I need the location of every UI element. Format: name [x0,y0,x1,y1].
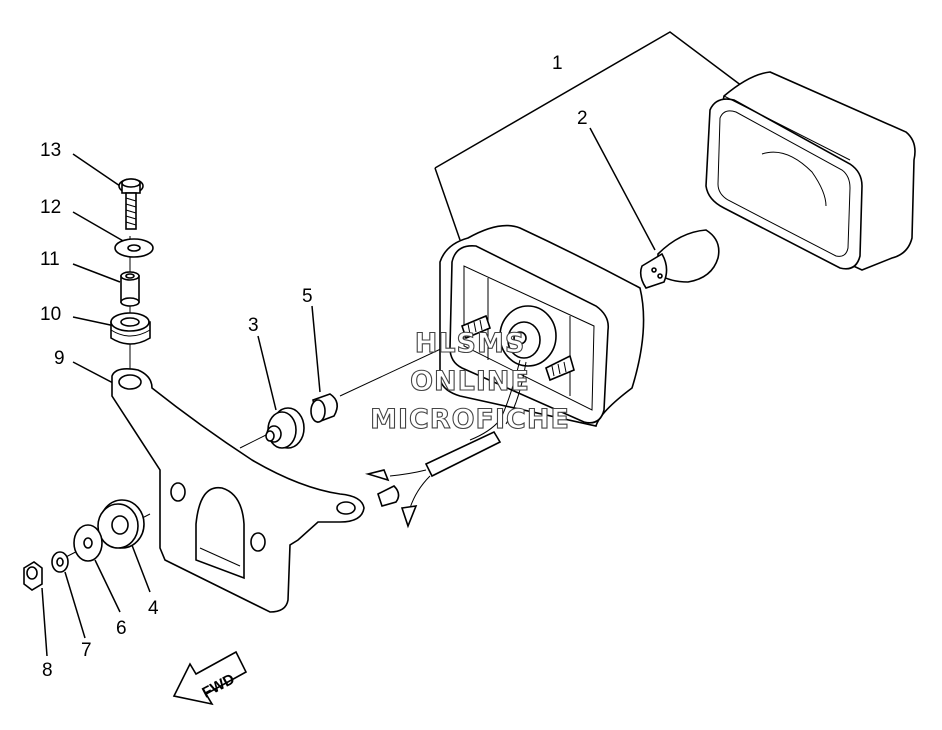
lock-washer-part [51,551,69,573]
leader-lines [41,31,743,657]
nut-part [23,561,43,591]
callout-10: 10 [40,304,61,325]
callout-1: 1 [552,53,563,74]
spacer-collar-part [310,393,338,424]
rubber-washer-part [97,499,145,549]
callout-8: 8 [42,660,53,681]
watermark-line-3: MICROFICHE [370,404,570,435]
callout-11: 11 [40,249,60,270]
callout-labels: 1 2 3 4 5 6 7 8 9 10 11 12 13 [40,53,588,681]
callout-13: 13 [40,140,61,161]
wiring-harness [364,359,527,529]
washer-part [114,238,154,258]
watermark-line-1: HLSMS [415,328,526,359]
watermark: HLSMS ONLINE MICROFICHE [370,327,570,435]
grommet-part [110,312,151,345]
taillight-housing-part [439,224,645,427]
callout-4: 4 [148,598,159,619]
bulb-part [639,229,720,289]
callout-2: 2 [577,108,588,129]
collar-part [120,271,140,307]
bolt-part [118,178,144,230]
callout-6: 6 [116,618,127,639]
watermark-line-2: ONLINE [410,366,530,397]
callout-7: 7 [81,640,92,661]
callout-9: 9 [54,348,65,369]
callout-5: 5 [302,286,313,307]
forward-direction-arrow: FWD [172,650,248,706]
flat-washer-part [73,524,103,562]
callout-3: 3 [248,315,259,336]
mount-grommet-part [265,407,305,449]
callout-12: 12 [40,197,61,218]
lens-part [705,71,916,271]
bracket-part [111,368,365,613]
